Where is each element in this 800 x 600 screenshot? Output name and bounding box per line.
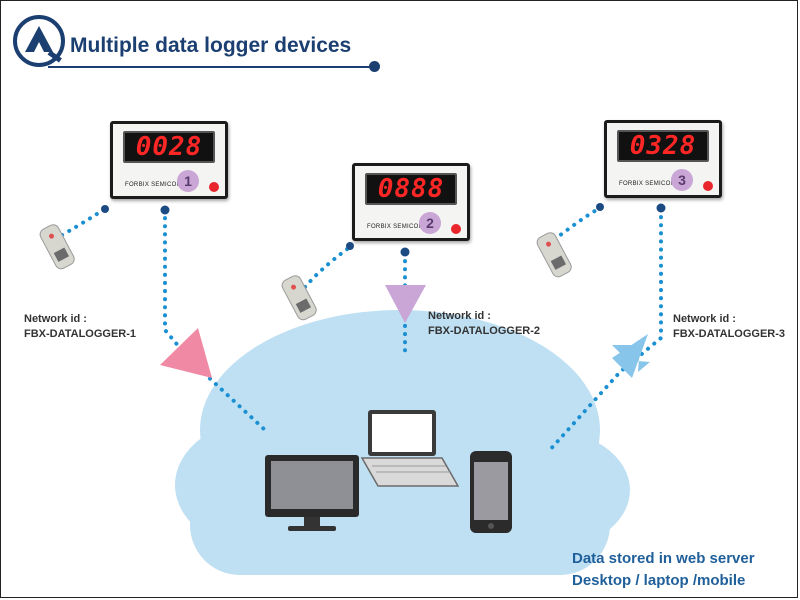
status-led-icon <box>209 182 219 192</box>
network-id-value: FBX-DATALOGGER-2 <box>428 325 541 337</box>
device-brand: FORBIX SEMICON <box>367 224 424 230</box>
device-display: 0028 <box>123 131 215 163</box>
arrow-head-2 <box>385 285 426 323</box>
smartphone-icon <box>470 451 512 533</box>
device-display-value: 0328 <box>629 131 697 161</box>
link-line-3 <box>546 207 663 454</box>
desktop-monitor-icon <box>265 455 359 531</box>
data-logger-device-1: 0028 FORBIX SEMICON 1 <box>110 121 228 199</box>
title-underline <box>48 66 374 68</box>
sensor-link-2 <box>303 245 352 289</box>
device-brand: FORBIX SEMICON <box>125 182 182 188</box>
storage-caption-line-1: Data stored in web server <box>572 550 755 567</box>
device-number-badge: 1 <box>177 170 199 192</box>
device-display: 0328 <box>617 130 709 162</box>
network-id-label-1: Network id : FBX-DATALOGGER-1 <box>24 312 136 342</box>
device-display-value: 0888 <box>377 174 445 204</box>
network-id-label-3: Network id : FBX-DATALOGGER-3 <box>673 312 785 342</box>
data-logger-device-2: 0888 FORBIX SEMICON 2 <box>352 163 470 241</box>
sensor-link-3 <box>546 206 602 246</box>
status-led-icon <box>451 224 461 234</box>
device-number-badge: 3 <box>671 169 693 191</box>
network-id-value: FBX-DATALOGGER-1 <box>24 328 137 340</box>
network-id-caption: Network id : <box>428 310 491 322</box>
network-id-label-2: Network id : FBX-DATALOGGER-2 <box>428 309 540 339</box>
device-number-badge: 2 <box>419 212 441 234</box>
device-display-value: 0028 <box>135 132 203 162</box>
page-title: Multiple data logger devices <box>70 34 352 57</box>
device-display: 0888 <box>365 173 457 205</box>
link-end-dots <box>101 203 666 257</box>
link-line-1 <box>163 208 267 432</box>
storage-caption-line-2: Desktop / laptop /mobile <box>572 572 746 589</box>
laptop-icon <box>360 410 460 487</box>
network-id-caption: Network id : <box>24 313 87 325</box>
title-underline-dot <box>369 61 380 72</box>
network-id-caption: Network id : <box>673 313 736 325</box>
device-brand: FORBIX SEMICON <box>619 181 676 187</box>
company-logo-icon <box>13 15 65 67</box>
arrow-head-1 <box>160 328 212 378</box>
storage-caption: Data stored in web server Desktop / lapt… <box>572 548 755 592</box>
status-led-icon <box>703 181 713 191</box>
network-id-value: FBX-DATALOGGER-3 <box>673 328 786 340</box>
sensor-link-1 <box>60 207 107 237</box>
probe-sensor-icon <box>39 224 572 321</box>
data-logger-device-3: 0328 FORBIX SEMICON 3 <box>604 120 722 198</box>
